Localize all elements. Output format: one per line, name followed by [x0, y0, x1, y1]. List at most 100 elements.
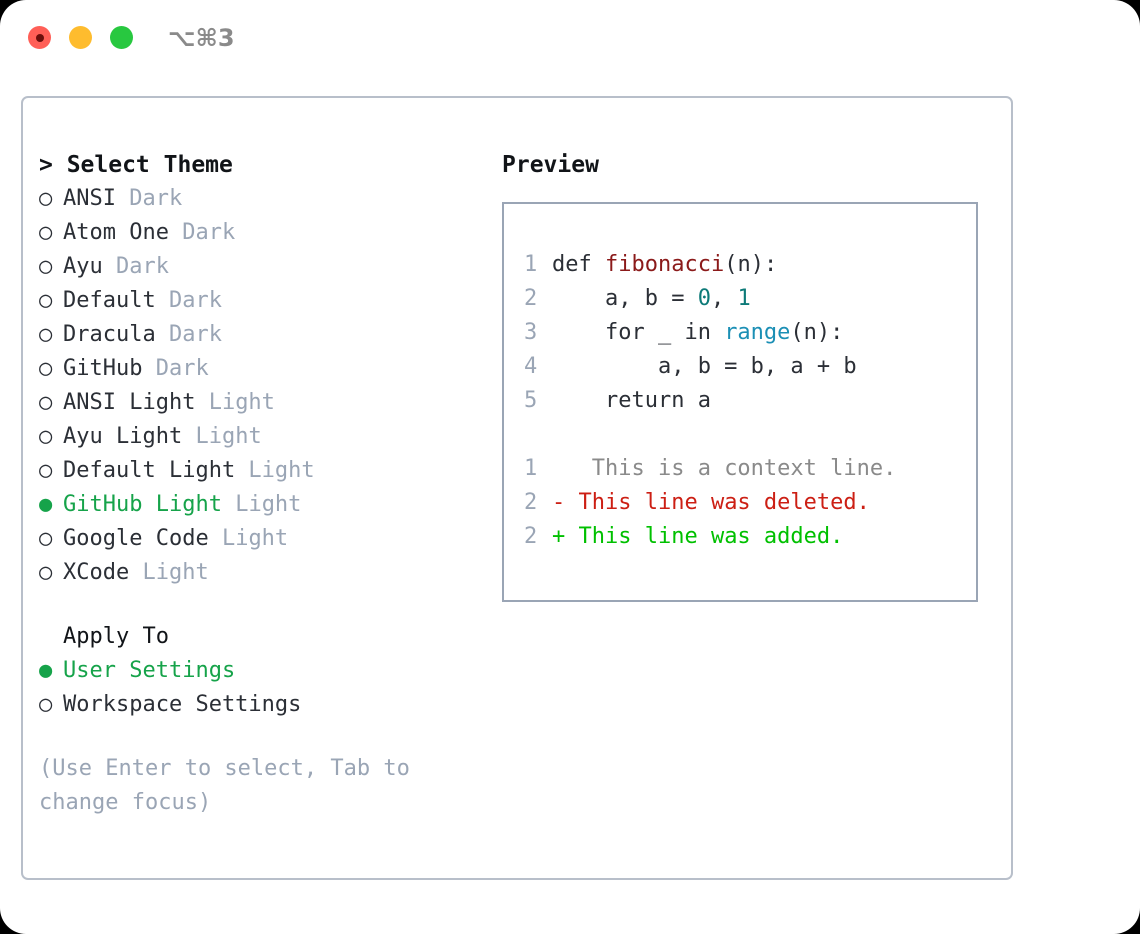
theme-option-atom-one[interactable]: ○ Atom One Dark [39, 216, 479, 250]
code-token-call: range [724, 320, 791, 345]
theme-option-ayu[interactable]: ○ Ayu Dark [39, 250, 479, 284]
diff-line-deleted: 2- This line was deleted. [524, 486, 976, 520]
close-button[interactable] [28, 26, 51, 49]
code-token-plain: def [552, 252, 605, 277]
minimize-button[interactable] [69, 26, 92, 49]
theme-option-variant: Dark [142, 356, 209, 381]
theme-option-name: XCode [63, 560, 130, 585]
code-token-fn: fibonacci [604, 252, 725, 277]
theme-option-name: Default [63, 288, 156, 313]
code-token-plain: (n): [790, 320, 844, 345]
theme-option-github-light[interactable]: ● GitHub Light Light [39, 488, 479, 522]
diff-text: This line was deleted. [565, 490, 870, 515]
radio-unselected-icon: ○ [39, 424, 53, 449]
radio-unselected-icon: ○ [39, 526, 53, 551]
radio-unselected-icon: ○ [39, 186, 53, 211]
theme-option-variant: Dark [155, 322, 222, 347]
select-theme-header: > Select Theme [39, 152, 233, 178]
code-token-plain: a, b = [552, 286, 698, 311]
code-line: 4 a, b = b, a + b [524, 350, 976, 384]
theme-option-name: GitHub Light [63, 492, 222, 517]
diff-sample: 1 This is a context line.2- This line wa… [524, 452, 976, 554]
theme-option-ansi[interactable]: ○ ANSI Dark [39, 182, 479, 216]
code-token-num: 0 [697, 286, 711, 311]
theme-option-variant: Dark [102, 254, 169, 279]
keyboard-hint-text: (Use Enter to select, Tab to change focu… [39, 756, 424, 815]
theme-option-variant: Light [221, 492, 302, 517]
code-token-plain: a, b = b, a + b [552, 354, 857, 379]
radio-unselected-icon: ○ [39, 254, 53, 279]
diff-sign [552, 456, 565, 481]
theme-option-variant: Light [195, 390, 275, 415]
radio-unselected-icon: ○ [39, 220, 53, 245]
diff-text: This line was added. [565, 524, 844, 549]
code-line-number: 2 [524, 286, 538, 311]
theme-option-name: GitHub [63, 356, 143, 381]
maximize-button[interactable] [110, 26, 133, 49]
theme-option-github[interactable]: ○ GitHub Dark [39, 352, 479, 386]
theme-option-variant: Light [235, 458, 315, 483]
theme-option-name: Default Light [63, 458, 236, 483]
theme-option-default-light[interactable]: ○ Default Light Light [39, 454, 479, 488]
theme-option-variant: Dark [168, 220, 236, 245]
code-token-plain: return a [552, 388, 711, 413]
theme-picker-dialog: > Select Theme ○ANSI Dark○Atom One Dark○… [21, 96, 1013, 880]
code-token-plain: for _ in [552, 320, 725, 345]
title-bar: ⌥⌘3 [0, 0, 1140, 78]
theme-option-name: ANSI Light [63, 390, 196, 415]
theme-option-variant: Dark [115, 186, 183, 211]
keyboard-shortcut-label: ⌥⌘3 [168, 24, 235, 52]
apply-to-option-name: Workspace Settings [63, 692, 302, 717]
theme-option-name: Ayu [63, 254, 103, 279]
radio-unselected-icon: ○ [39, 356, 53, 381]
theme-option-name: Ayu Light [63, 424, 183, 449]
diff-line-context: 1 This is a context line. [524, 452, 976, 486]
code-line: 5 return a [524, 384, 976, 418]
apply-to-label: Apply To [63, 624, 169, 649]
radio-selected-icon: ● [39, 492, 53, 517]
radio-unselected-icon: ○ [39, 288, 53, 313]
code-line-number: 3 [524, 320, 538, 345]
code-token-plain: , [710, 286, 738, 311]
theme-option-name: Dracula [63, 322, 156, 347]
theme-option-google-code[interactable]: ○Google Code Light [39, 522, 479, 556]
radio-unselected-icon: ○ [39, 458, 53, 483]
apply-to-option-list[interactable]: ● User Settings ○ Workspace Settings [39, 654, 479, 722]
code-token-num: 1 [737, 286, 751, 311]
code-line-number: 5 [524, 388, 538, 413]
theme-option-ansi-light[interactable]: ○ANSI Light Light [39, 386, 479, 420]
section-spacer [39, 590, 479, 620]
apply-to-option-name: User Settings [63, 658, 236, 683]
theme-option-name: ANSI [63, 186, 116, 211]
theme-option-name: Google Code [63, 526, 209, 551]
radio-selected-icon: ● [39, 658, 53, 683]
apply-to-option-user-settings[interactable]: ● User Settings [39, 654, 479, 688]
window-controls [28, 26, 133, 49]
radio-unselected-icon: ○ [39, 560, 53, 585]
theme-option-variant: Dark [155, 288, 222, 313]
theme-option-variant: Light [129, 560, 209, 585]
theme-option-dracula[interactable]: ○Dracula Dark [39, 318, 479, 352]
diff-sign: - [552, 490, 566, 515]
diff-line-added: 2 + This line was added. [524, 520, 976, 554]
radio-unselected-icon: ○ [39, 692, 53, 717]
theme-option-xcode[interactable]: ○ XCode Light [39, 556, 479, 590]
diff-line-number: 2 [524, 490, 538, 515]
theme-option-ayu-light[interactable]: ○ Ayu Light Light [39, 420, 479, 454]
theme-option-default[interactable]: ○ Default Dark [39, 284, 479, 318]
theme-option-list[interactable]: ○ ANSI Dark ○ Atom One Dark ○ Ayu Dark ○ Defaul… [39, 182, 479, 590]
theme-option-name: Atom One [63, 220, 169, 245]
preview-title: Preview [502, 152, 599, 178]
theme-selection-panel: > Select Theme ○ANSI Dark○Atom One Dark○… [39, 148, 479, 820]
apply-to-option-workspace-settings[interactable]: ○ Workspace Settings [39, 688, 479, 722]
code-token-plain: (n): [724, 252, 778, 277]
code-line-number: 4 [524, 354, 538, 379]
code-line-number: 1 [524, 252, 538, 277]
diff-sign: + [552, 524, 566, 549]
code-line: 1 def fibonacci(n): [524, 248, 976, 282]
theme-option-variant: Light [182, 424, 262, 449]
diff-line-number: 2 [524, 524, 538, 549]
